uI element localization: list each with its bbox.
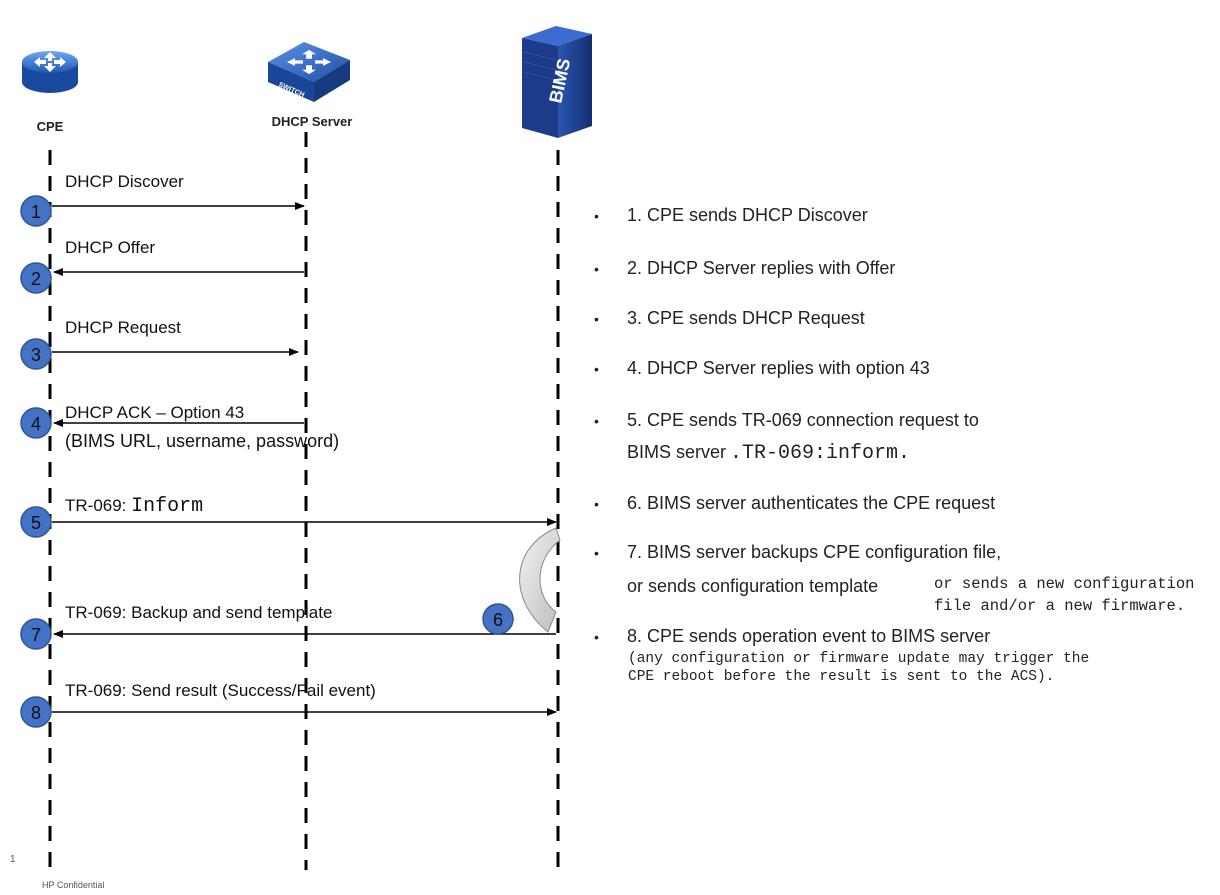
steps-list-item-7-code-b: file and/or a new firmware. [934, 597, 1185, 615]
message-arrows [52, 202, 557, 716]
steps-list-item-7-code-a: or sends a new configuration [934, 575, 1194, 593]
steps-list-item-4: 4. DHCP Server replies with option 43 [627, 358, 930, 378]
step-badges: 1 2 3 4 5 6 7 8 [20, 195, 514, 728]
steps-list-item-7: 7. BIMS server backups CPE configuration… [627, 542, 1001, 562]
message-label-4-detail: (BIMS URL, username, password) [65, 431, 339, 451]
steps-list-item-5-cont-text: BIMS server [627, 442, 726, 462]
step-badge-6-number: 6 [493, 610, 503, 630]
lifelines [48, 132, 560, 875]
router-icon [22, 51, 78, 93]
steps-list: • 1. CPE sends DHCP Discover • 2. DHCP S… [594, 205, 1194, 685]
bullet-1: • [594, 208, 599, 224]
message-label-2: DHCP Offer [65, 238, 155, 257]
bullet-6: • [594, 496, 599, 512]
steps-list-item-8: 8. CPE sends operation event to BIMS ser… [627, 626, 990, 646]
step-badge-1-number: 1 [31, 202, 41, 222]
message-label-5-text: TR-069: [65, 496, 131, 515]
step-badge-3: 3 [20, 338, 52, 370]
actor-label-cpe: CPE [37, 119, 64, 134]
step-badge-1: 1 [20, 195, 52, 227]
steps-list-item-1: 1. CPE sends DHCP Discover [627, 205, 868, 225]
message-label-8: TR-069: Send result (Success/Fail event) [65, 681, 376, 700]
steps-list-item-7-cont: or sends configuration template [627, 576, 878, 596]
steps-list-item-8-note-b: CPE reboot before the result is sent to … [628, 669, 1054, 685]
bullet-3: • [594, 311, 599, 327]
actor-label-dhcp: DHCP Server [272, 114, 353, 129]
step-badge-8-number: 8 [31, 703, 41, 723]
confidential-label: HP Confidential [42, 880, 104, 890]
bullet-4: • [594, 361, 599, 377]
step-badge-3-number: 3 [31, 345, 41, 365]
step-badge-5-number: 5 [31, 513, 41, 533]
bullet-2: • [594, 261, 599, 277]
server-tower-icon: BIMS [522, 26, 592, 138]
message-label-4: DHCP ACK – Option 43 [65, 403, 244, 422]
step-badge-2: 2 [20, 262, 52, 294]
bullet-8: • [594, 629, 599, 645]
message-label-1: DHCP Discover [65, 172, 184, 191]
message-label-5: TR-069: Inform [65, 495, 203, 518]
message-label-7: TR-069: Backup and send template [65, 603, 332, 622]
steps-list-item-8-note-a: (any configuration or firmware update ma… [628, 651, 1089, 667]
step-badge-4: 4 [20, 407, 52, 439]
switch-icon: SWITCH [268, 42, 350, 102]
steps-list-item-6: 6. BIMS server authenticates the CPE req… [627, 493, 995, 513]
message-label-5-code: Inform [131, 495, 203, 518]
step-badge-4-number: 4 [31, 414, 41, 434]
steps-list-item-5: 5. CPE sends TR-069 connection request t… [627, 410, 979, 430]
steps-list-item-3: 3. CPE sends DHCP Request [627, 308, 865, 328]
steps-list-item-2: 2. DHCP Server replies with Offer [627, 258, 895, 278]
step-badge-7: 7 [20, 618, 52, 650]
bullet-7: • [594, 545, 599, 561]
page-number: 1 [10, 854, 16, 865]
message-label-3: DHCP Request [65, 318, 181, 337]
step-badge-8: 8 [20, 696, 52, 728]
steps-list-item-5-cont: BIMS server.TR-069:inform. [627, 442, 910, 465]
step-badge-2-number: 2 [31, 269, 41, 289]
step-badge-7-number: 7 [31, 625, 41, 645]
step-badge-6: 6 [482, 603, 514, 635]
step-badge-5: 5 [20, 506, 52, 538]
curved-process-arrow [519, 527, 561, 633]
bullet-5: • [594, 413, 599, 429]
steps-list-item-5-code: .TR-069:inform. [730, 442, 910, 465]
